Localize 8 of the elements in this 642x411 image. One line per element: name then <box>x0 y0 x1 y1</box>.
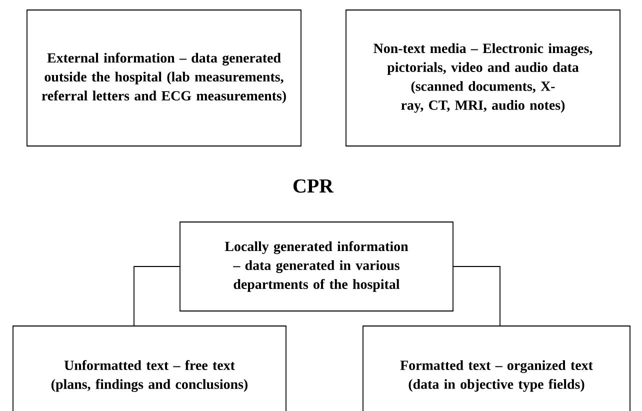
text-box: Non-text media – Electronic images, pictorials, video and audio data (scanned documents, X-ray, CT, MRI, audio notes) <box>346 10 620 146</box>
heading: CPR <box>294 179 334 193</box>
text-box: Locally generated information – data generated in various departments of the hospital <box>180 222 454 312</box>
connector-line <box>453 266 500 326</box>
connector-line <box>134 266 180 326</box>
text-box: External information – data generated outside the hospital (lab measurements, referral letters and ECG measurements) <box>26 10 302 146</box>
text-box: Unformatted text – free text (plans, findings and conclusions) <box>12 326 286 411</box>
text-box: Formatted text – organized text (data in objective type fields) <box>362 326 630 411</box>
